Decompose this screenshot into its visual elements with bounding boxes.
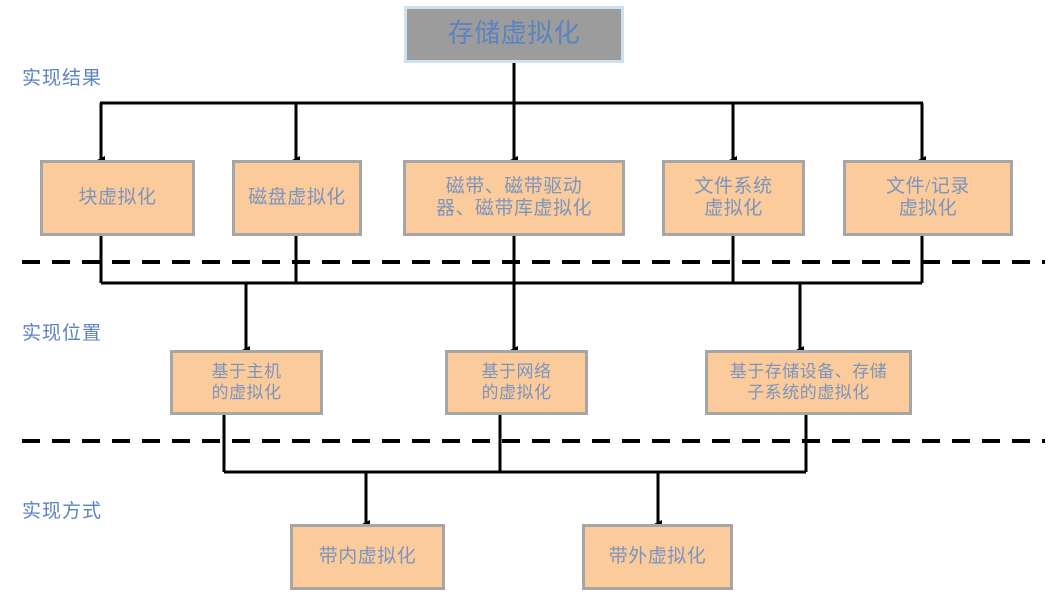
- connector-root-to-bus1: [100, 63, 923, 105]
- node-disk-virtualization[interactable]: 磁盘虚拟化: [232, 160, 362, 236]
- node-filesystem-virtualization[interactable]: 文件系统 虚拟化: [662, 160, 805, 236]
- node-out-of-band-virtualization[interactable]: 带外虚拟化: [582, 524, 733, 590]
- node-host-based-virtualization[interactable]: 基于主机 的虚拟化: [170, 350, 323, 415]
- connector-level1-to-bus2: [99, 236, 924, 285]
- node-file-record-virtualization[interactable]: 文件/记录 虚拟化: [843, 160, 1013, 236]
- node-network-based-virtualization[interactable]: 基于网络 的虚拟化: [445, 350, 588, 415]
- node-root-storage-virtualization[interactable]: 存储虚拟化: [404, 6, 624, 63]
- stage-label-location: 实现位置: [22, 323, 103, 344]
- connector-bus3-to-level3: [362, 472, 662, 528]
- node-tape-virtualization[interactable]: 磁带、磁带驱动 器、磁带库虚拟化: [403, 160, 625, 236]
- node-storage-based-virtualization[interactable]: 基于存储设备、存储 子系统的虚拟化: [705, 350, 912, 415]
- connector-level2-to-bus3: [222, 415, 808, 474]
- stage-label-method: 实现方式: [22, 501, 103, 522]
- connector-bus1-to-level1: [97, 103, 926, 164]
- node-block-virtualization[interactable]: 块虚拟化: [40, 160, 195, 236]
- stage-label-result: 实现结果: [22, 68, 103, 89]
- connector-bus2-to-level2: [242, 283, 804, 354]
- node-in-band-virtualization[interactable]: 带内虚拟化: [290, 524, 445, 590]
